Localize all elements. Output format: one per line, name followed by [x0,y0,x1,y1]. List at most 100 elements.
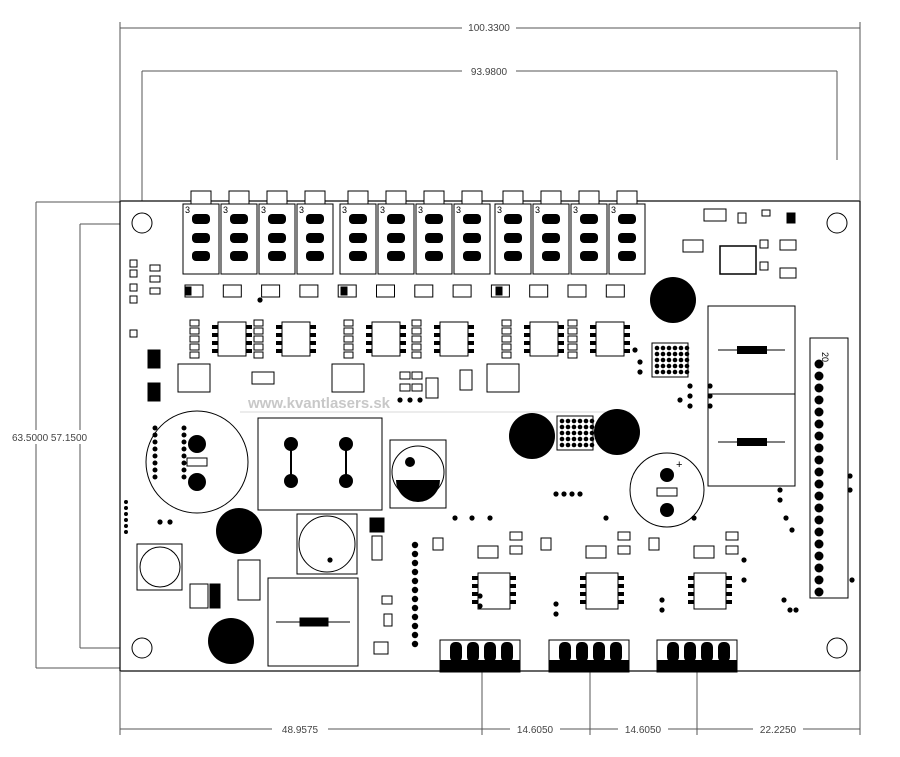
connector-label: 3 [185,205,190,215]
connector-label: 3 [611,205,616,215]
left-small-components [129,259,520,402]
soic-lower-2 [540,531,631,610]
relay-center [257,417,383,511]
soic-lower-1 [432,531,523,610]
connector-7: 3 [415,190,453,275]
connector-4: 3 [296,190,334,275]
header-pin [814,419,824,429]
scattered-dots [157,297,855,617]
mounting-hole-top-left [131,212,153,234]
soic-upper-4 [411,319,474,359]
connector-1: 3 [182,190,220,275]
header-pin [814,515,824,525]
dim-bottom-2: 14.6050 [517,725,554,736]
connector-label: 3 [456,205,461,215]
header-pin [814,467,824,477]
connector-12: 3 [608,190,646,275]
capacitor-right: + [629,452,705,528]
left-edge-dots [124,500,419,648]
large-pads [208,277,696,664]
center-ic [556,415,595,451]
connector-label: 3 [535,205,540,215]
connector-label: 3 [418,205,423,215]
pin-header-label: 20 [820,352,830,362]
connector-9: 3 [494,190,532,275]
header-pin [814,527,824,537]
connector-11: 3 [570,190,608,275]
transformer-right [707,305,796,487]
lower-ic-groups [432,531,739,610]
header-pin [814,587,824,597]
connector-label: 3 [573,205,578,215]
pin-header-right: 20 [809,337,849,599]
resistor [222,284,242,298]
dim-bottom-1: 48.9575 [282,725,319,736]
resistor [567,284,587,298]
bottom-terminal-blocks [439,639,738,673]
mounting-hole-top-right [826,212,848,234]
right-top-ic [682,208,797,279]
connector-label: 3 [380,205,385,215]
lower-left-components [136,513,393,667]
mounting-hole-bottom-left [131,637,153,659]
soic-upper-2 [253,319,316,359]
soic-upper-3 [343,319,406,359]
connector-6: 3 [377,190,415,275]
header-pin [814,395,824,405]
terminal-block-2 [548,639,630,673]
resistor [529,284,549,298]
watermark: www.kvantlasers.sk [240,395,630,413]
connector-5: 3 [339,190,377,275]
pad [184,286,192,296]
resistor-strip [184,284,625,298]
header-pin [814,383,824,393]
header-pin [814,443,824,453]
connector-label: 3 [299,205,304,215]
connector-label: 3 [261,205,266,215]
capacitor-center [389,439,447,509]
via-dots-left [152,425,187,480]
terminal-block-1 [439,639,521,673]
watermark-text: www.kvantlasers.sk [247,395,391,412]
mounting-holes [131,212,848,659]
resistor [605,284,625,298]
terminal-block-3 [656,639,738,673]
soic-upper-6 [567,319,630,359]
header-pin [814,563,824,573]
header-pin [814,551,824,561]
dim-left: 63.5000 57.1500 [12,433,88,444]
header-pin [814,539,824,549]
connector-label: 3 [342,205,347,215]
mounting-hole-bottom-right [826,637,848,659]
header-pin [814,575,824,585]
header-pin [814,407,824,417]
pad [340,286,348,296]
connector-8: 3 [453,190,491,275]
dimension-labels: 100.3300 93.9800 63.5000 57.1500 48.9575… [12,21,803,736]
connector-3: 3 [258,190,296,275]
header-pin [814,491,824,501]
dim-top-outer: 100.3300 [468,23,510,34]
header-pin [814,431,824,441]
dim-bottom-3: 14.6050 [625,725,662,736]
capacitor-plus: + [676,459,682,471]
connector-2: 3 [220,190,258,275]
pad [495,286,503,296]
header-pin [814,359,824,369]
dim-bottom-4: 22.2250 [760,725,797,736]
soic-lower-3 [648,531,739,610]
header-pin [814,479,824,489]
upper-ic-row [189,319,630,359]
connector-label: 3 [223,205,228,215]
resistor [299,284,319,298]
resistor [376,284,395,298]
soic-upper-5 [501,319,564,359]
header-pin [814,455,824,465]
header-pin [814,371,824,381]
capacitor-left [145,410,249,514]
dim-top-inner: 93.9800 [471,67,508,78]
right-ic-small [651,342,690,378]
soic-upper-1 [189,319,252,359]
